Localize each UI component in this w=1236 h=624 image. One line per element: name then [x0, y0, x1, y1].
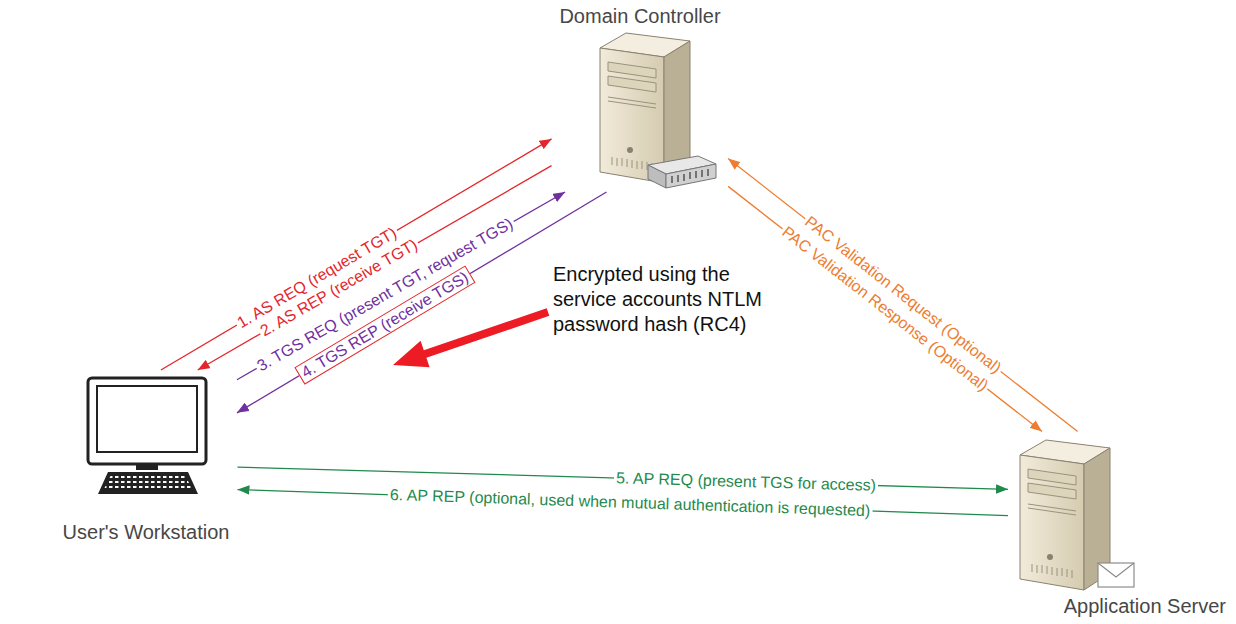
mail-envelope [1098, 563, 1134, 587]
server-tower [1020, 440, 1110, 590]
workstation-node: User's Workstation [59, 372, 234, 544]
network-device [648, 156, 716, 188]
message-label: PAC Validation Response (Optional) [778, 222, 993, 395]
callout-note: Encrypted using the service accounts NTL… [553, 262, 791, 337]
message-label: 1. AS REQ (request TGT) [233, 223, 401, 331]
node-label: Application Server [1064, 594, 1226, 618]
message-arrow [728, 186, 1042, 431]
node-label: User's Workstation [63, 520, 230, 544]
message-label: 5. AP REQ (present TGS for access) [614, 470, 878, 494]
server-node: Application Server [1012, 434, 1230, 618]
message-label: PAC Validation Request (Optional) [800, 212, 1005, 377]
server-node: Domain Controller [555, 4, 725, 190]
workstation-computer [88, 378, 206, 494]
node-label: Domain Controller [559, 4, 720, 28]
message-arrow [237, 192, 607, 413]
message-arrow [728, 159, 1077, 432]
